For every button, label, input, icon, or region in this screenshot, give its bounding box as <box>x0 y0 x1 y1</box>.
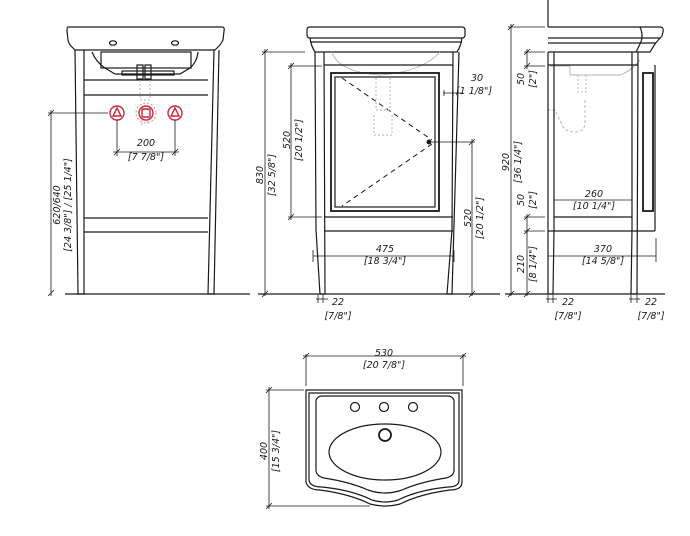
basin-width-in: [20 7/8"] <box>363 360 405 371</box>
door-height-in: [20 1/2"] <box>294 119 305 161</box>
frame-width-in: [1 1/8"] <box>456 86 492 97</box>
inner-depth-mm: 260 <box>585 189 603 200</box>
front-leg-width-in: [7/8"] <box>554 311 581 322</box>
outer-depth-in: [14 5/8"] <box>582 256 624 267</box>
basin-width-mm: 530 <box>375 348 393 359</box>
basin-drain-icon <box>378 428 392 442</box>
total-height-in: [32 5/8"] <box>267 154 278 196</box>
outer-depth-mm: 370 <box>594 244 612 255</box>
leg-spacing-mm: 475 <box>376 244 394 255</box>
frame-width-mm: 30 <box>471 73 483 84</box>
front-view: 200 [7 7/8"] 620/640 [24 3/8"] / [25 1/4… <box>47 26 250 297</box>
side-total-height-mm: 920 <box>501 153 512 171</box>
leg-height-in: [8 1/4"] <box>528 246 539 282</box>
total-height-mm: 830 <box>255 166 266 184</box>
knob-height-mm: 520 <box>463 209 474 227</box>
leg-width-mm: 22 <box>332 297 344 308</box>
faucet-hole-left-icon <box>349 401 361 413</box>
faucet-hot-icon <box>109 105 125 121</box>
door-view: 30 [1 1/8"] 830 [32 5/8"] 520 [20 1/2"] … <box>255 26 500 322</box>
side-view: 920 [36 1/4"] 50 [2"] 50 [2"] 210 [8 1/4… <box>501 0 665 322</box>
front-leg-width-mm: 22 <box>562 297 574 308</box>
bottom-rail-mm: 50 <box>516 194 527 206</box>
faucet-cold-icon <box>167 105 183 121</box>
top-rail-mm: 50 <box>516 73 527 85</box>
top-view: 530 [20 7/8"] 400 [15 3/4"] <box>259 348 467 510</box>
basin-depth-mm: 400 <box>259 442 270 460</box>
faucet-hole-right-icon <box>407 401 419 413</box>
bottom-rail-in: [2"] <box>528 191 539 209</box>
leg-spacing-in: [18 3/4"] <box>364 256 406 267</box>
back-leg-width-mm: 22 <box>645 297 657 308</box>
door-height-mm: 520 <box>282 131 293 149</box>
faucet-spacing-mm: 200 <box>137 138 155 149</box>
faucet-hole-center-icon <box>378 401 390 413</box>
basin-depth-in: [15 3/4"] <box>271 430 282 472</box>
faucet-spacing-in: [7 7/8"] <box>128 152 164 163</box>
side-total-height-in: [36 1/4"] <box>513 141 524 183</box>
back-leg-width-in: [7/8"] <box>637 311 664 322</box>
knob-height-in: [20 1/2"] <box>475 197 486 239</box>
top-rail-in: [2"] <box>528 70 539 88</box>
inner-depth-in: [10 1/4"] <box>573 201 615 212</box>
door-knob-icon <box>426 139 432 145</box>
inlet-height-mm: 620/640 <box>52 185 63 224</box>
leg-width-in: [7/8"] <box>324 311 351 322</box>
leg-height-mm: 210 <box>516 255 527 273</box>
inlet-height-in: [24 3/8"] / [25 1/4"] <box>63 158 74 252</box>
drain-icon <box>135 102 157 124</box>
